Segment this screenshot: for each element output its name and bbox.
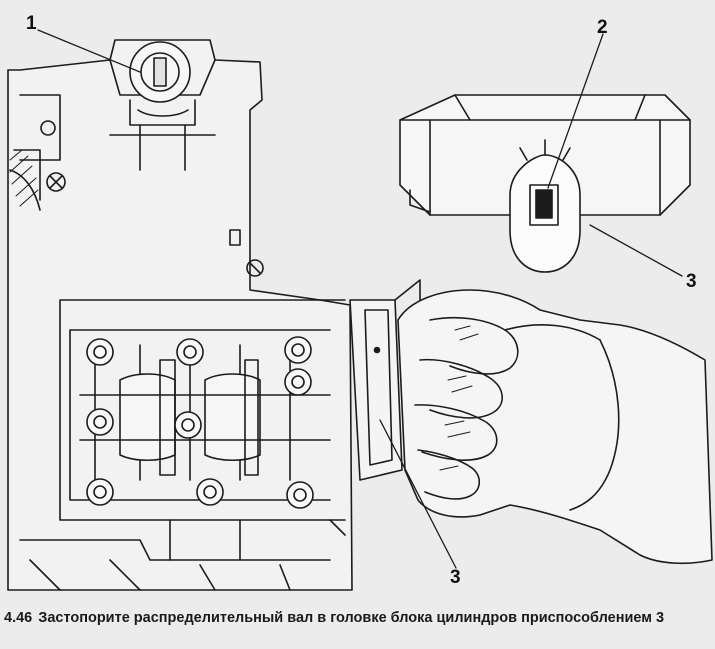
figure-caption: 4.46 Застопорите распределительный вал в … — [4, 610, 712, 626]
engine-illustration — [7, 29, 713, 591]
callout-2: 2 — [597, 17, 608, 38]
figure-caption-text: Застопорите распределительный вал в голо… — [38, 610, 665, 626]
figure-number: 4.46 — [4, 610, 33, 626]
callout-1: 1 — [26, 13, 37, 34]
callout-3-upper: 3 — [686, 271, 697, 292]
callout-3-lower: 3 — [450, 567, 461, 588]
